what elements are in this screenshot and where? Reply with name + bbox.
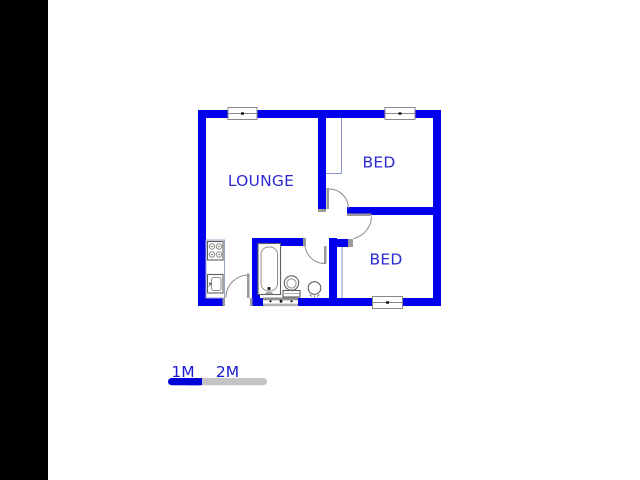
left-black-bar <box>0 0 48 480</box>
wall-hall-stub <box>329 239 348 247</box>
threshold-dot <box>279 299 283 303</box>
wardrobe-outline <box>326 118 342 174</box>
toilet-icon <box>282 275 301 298</box>
thin-partitions <box>326 118 343 298</box>
bathroom-threshold <box>263 297 298 307</box>
door-top-bedroom <box>326 188 349 209</box>
wall-bathroom-top <box>252 238 303 246</box>
wall-right <box>433 110 441 306</box>
door-jamb <box>250 298 253 306</box>
door-leaf <box>326 188 329 209</box>
wall-bathroom-right <box>329 238 337 298</box>
wall-lounge-bed-divider <box>318 118 326 209</box>
room-label-bed-bottom: BED <box>370 251 403 269</box>
wall-end-cap <box>348 239 353 247</box>
door-bathroom <box>304 245 327 265</box>
scale-bar-blue-segment-end <box>188 378 202 386</box>
wall-left <box>198 110 206 306</box>
wall-end-cap <box>318 209 326 212</box>
window-top-right <box>384 107 416 120</box>
wall-end-cap <box>303 238 306 246</box>
door-bottom-bedroom <box>347 213 372 239</box>
threshold-dot <box>290 300 293 303</box>
hand-basin-icon <box>307 281 322 298</box>
threshold-bar <box>263 297 298 301</box>
door-arc <box>353 216 372 239</box>
door-arc <box>225 274 250 298</box>
threshold-dot <box>269 300 272 303</box>
scale-label-1m: 1M <box>171 363 194 381</box>
threshold-bar <box>263 303 298 307</box>
room-label-lounge: LOUNGE <box>228 172 294 190</box>
wall-top <box>198 110 441 118</box>
door-leaf <box>324 246 327 263</box>
kitchen-sink-icon <box>206 273 224 294</box>
door-entrance <box>225 273 250 298</box>
wall-bottom <box>198 298 441 306</box>
bathtub-icon <box>257 242 282 296</box>
door-leaf <box>347 213 372 216</box>
room-label-bed-top: BED <box>363 154 396 172</box>
wall-bedrooms-divider <box>347 207 433 215</box>
entrance-opening <box>225 298 250 306</box>
door-leaf <box>247 273 250 298</box>
door-arc <box>328 188 349 209</box>
scale-bar: 1M 2M <box>168 363 267 386</box>
window-top-left <box>227 107 258 120</box>
interior-walls <box>252 118 433 298</box>
window-bottom <box>372 296 403 309</box>
door-arc <box>304 245 327 265</box>
door-jamb <box>222 298 225 306</box>
wall-bathroom-left <box>252 238 260 298</box>
scale-label-2m: 2M <box>216 363 239 381</box>
stove-icon <box>206 240 224 261</box>
outer-walls <box>198 110 441 306</box>
